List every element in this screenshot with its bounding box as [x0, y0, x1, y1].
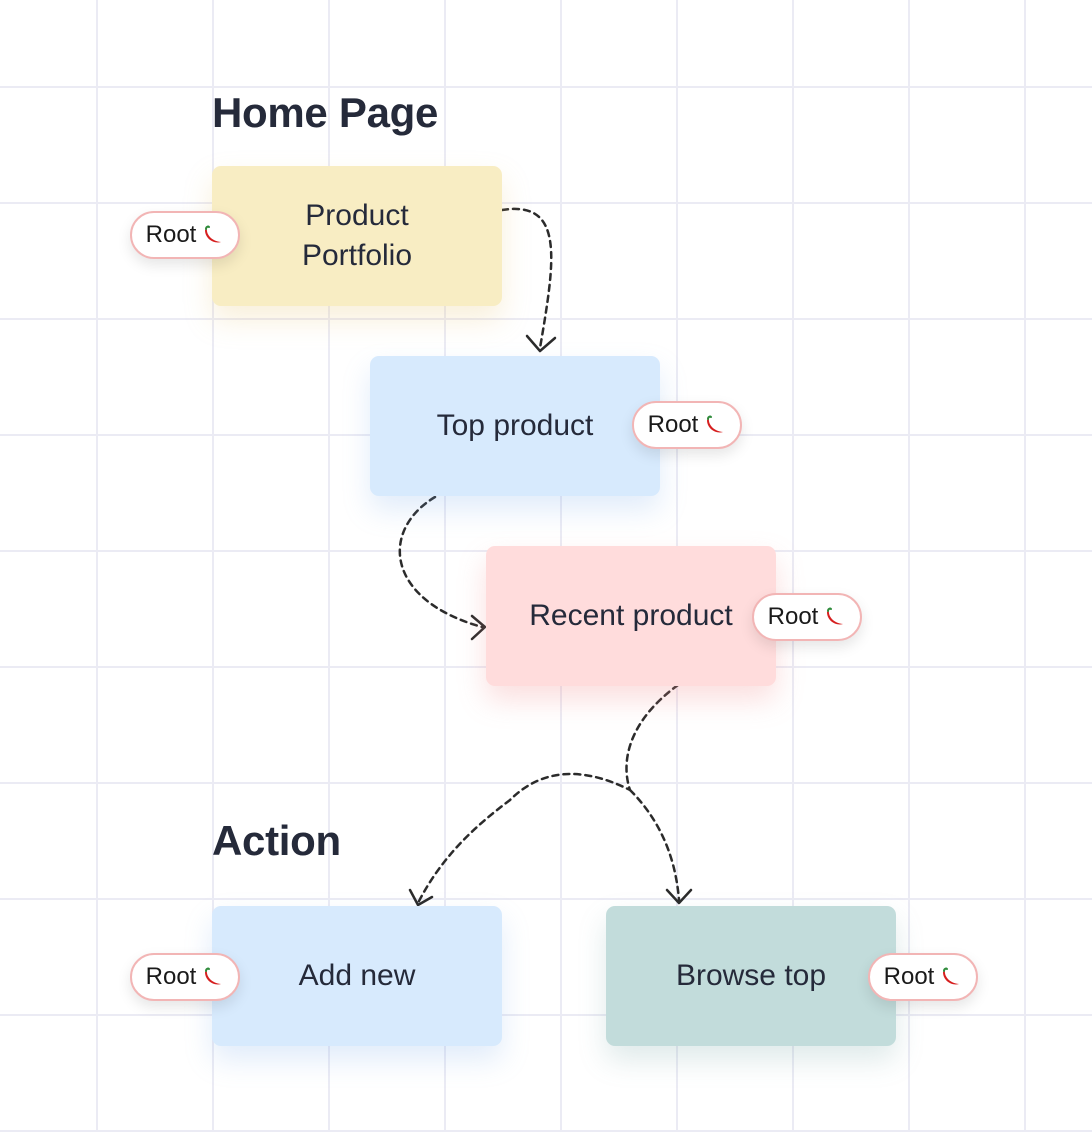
- node-label: Recent product: [529, 599, 733, 632]
- node-label: Product Portfolio: [301, 199, 413, 272]
- section-title-home-page: Home Page: [212, 89, 439, 136]
- node-label: Add new: [298, 959, 416, 992]
- node-recent-product[interactable]: Recent product: [486, 546, 776, 686]
- root-badge-label: Root: [145, 963, 197, 990]
- arrowhead-add-new: [408, 888, 434, 907]
- node-top-product[interactable]: Top product: [370, 356, 660, 496]
- root-badge-label: Root: [145, 221, 197, 248]
- edge-recent-to-add: [416, 683, 680, 905]
- chili-pepper-icon: [202, 224, 224, 246]
- root-badge-label: Root: [647, 411, 699, 438]
- chili-pepper-icon: [940, 966, 962, 988]
- chili-pepper-icon: [824, 606, 846, 628]
- arrowhead-recent-product: [470, 614, 487, 641]
- chili-pepper-icon: [202, 966, 224, 988]
- node-label: Browse top: [675, 959, 827, 992]
- node-add-new[interactable]: Add new: [212, 906, 502, 1046]
- edge-portfolio-to-top: [500, 207, 553, 350]
- section-title-action: Action: [212, 817, 341, 864]
- arrowhead-browse-top: [665, 888, 693, 905]
- node-product-portfolio[interactable]: Product Portfolio: [212, 166, 502, 306]
- edge-top-to-recent: [398, 495, 484, 629]
- root-badge-top-product[interactable]: Root: [632, 401, 742, 449]
- node-label: Top product: [436, 409, 594, 442]
- root-badge-label: Root: [883, 963, 935, 990]
- root-badge-add-new[interactable]: Root: [130, 953, 240, 1001]
- root-badge-recent-product[interactable]: Root: [752, 593, 862, 641]
- root-badge-label: Root: [767, 603, 819, 630]
- node-browse-top[interactable]: Browse top: [606, 906, 896, 1046]
- chili-pepper-icon: [704, 414, 726, 436]
- root-badge-browse-top[interactable]: Root: [868, 953, 978, 1001]
- arrowhead-top-product: [525, 334, 557, 353]
- edge-recent-to-browse: [628, 788, 681, 902]
- root-badge-product-portfolio[interactable]: Root: [130, 211, 240, 259]
